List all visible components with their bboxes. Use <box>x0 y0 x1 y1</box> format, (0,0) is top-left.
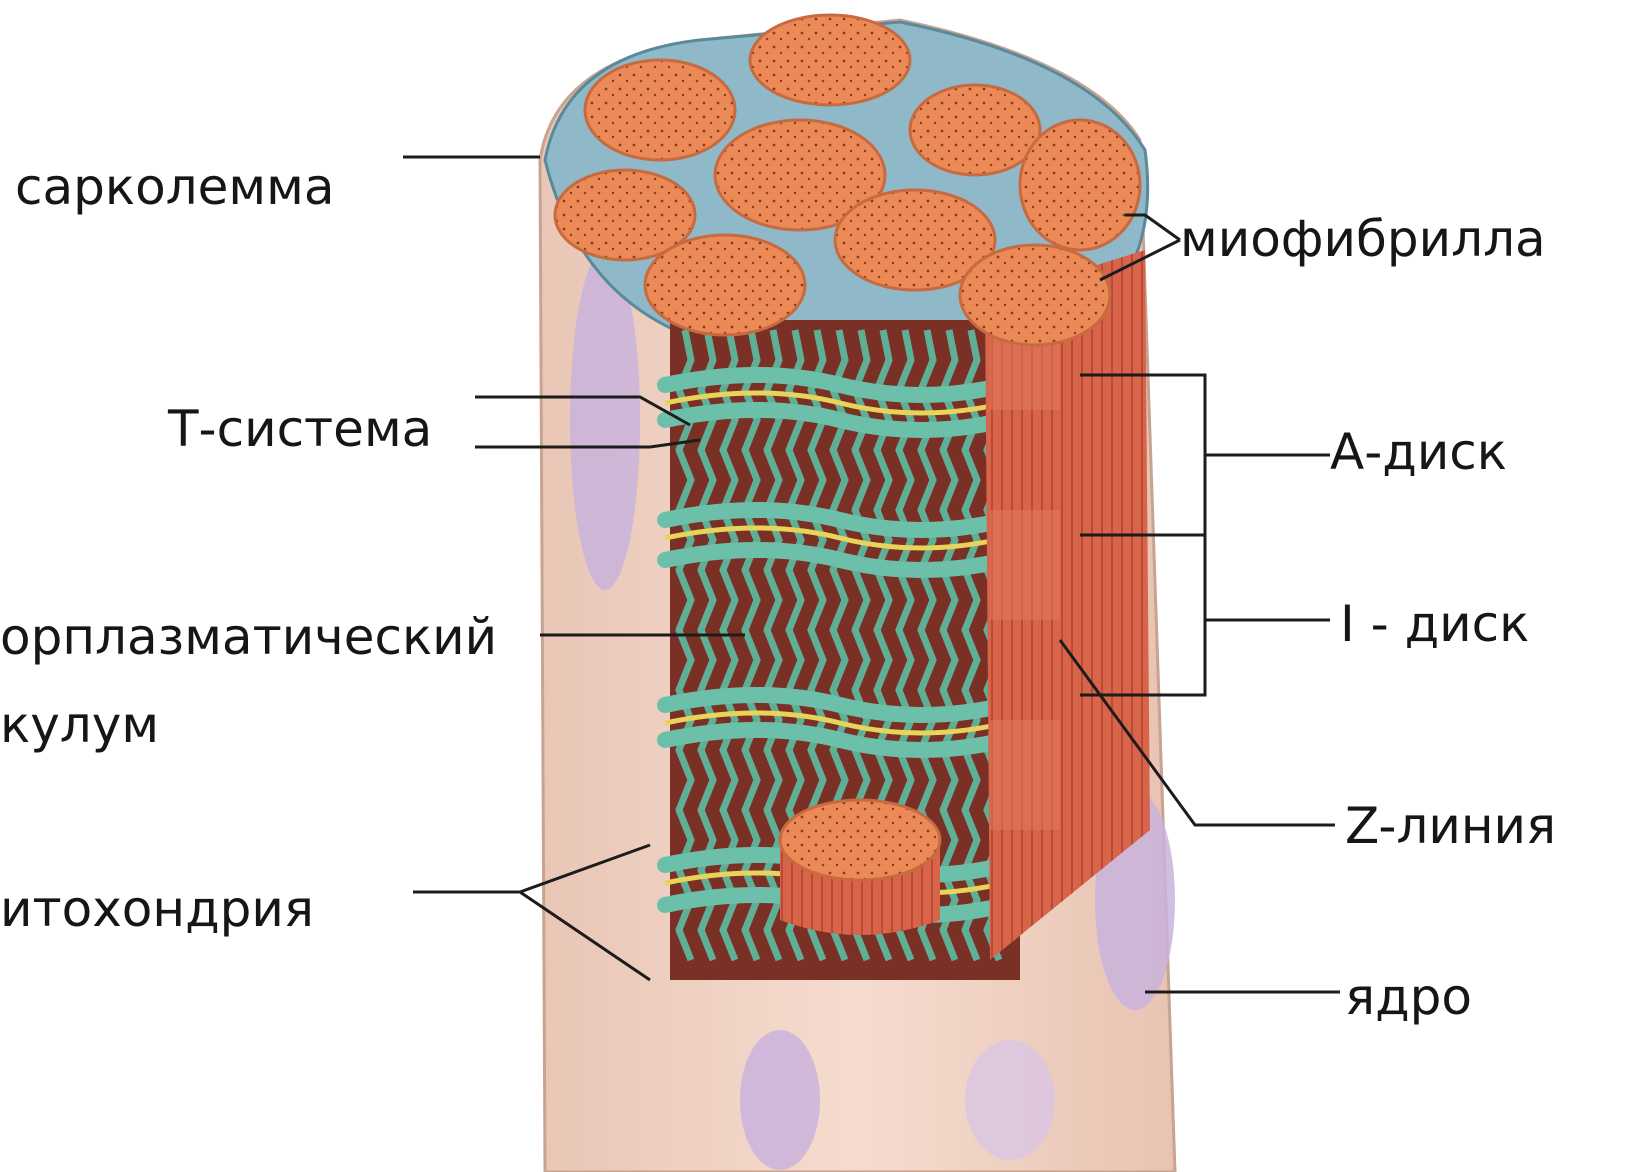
label-sarcoplasmic-reticulum-line1: орплазматический <box>0 608 497 666</box>
label-a-disc: А-диск <box>1330 423 1507 481</box>
myofibril-stub <box>780 800 940 935</box>
label-myofibril: миофибрилла <box>1180 210 1546 268</box>
label-i-disc: I - диск <box>1340 595 1529 653</box>
label-sarcolemma: сарколемма <box>15 158 334 216</box>
label-mitochondria: итохондрия <box>0 880 314 938</box>
label-sarcoplasmic-reticulum-line2: кулум <box>0 696 159 754</box>
label-t-system: Т-система <box>168 400 432 458</box>
label-z-line: Z-линия <box>1345 797 1556 855</box>
label-nucleus: ядро <box>1345 968 1472 1026</box>
